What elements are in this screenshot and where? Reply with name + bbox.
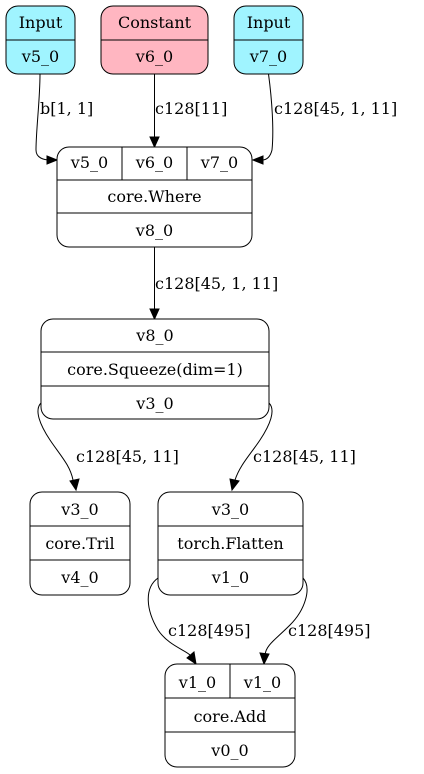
- edge-v5-to-where-label: b[1, 1]: [40, 99, 93, 118]
- tril-in: v3_0: [60, 500, 98, 519]
- edge-flatten-to-add-b: c128[495]: [259, 577, 371, 666]
- edge-v7-to-where: c128[45, 1, 11]: [251, 73, 397, 165]
- squeeze-out: v3_0: [135, 394, 173, 413]
- op-node-add[interactable]: v1_0 v1_0 core.Add v0_0: [164, 663, 296, 768]
- edge-v5-to-where: b[1, 1]: [35, 73, 93, 165]
- op-node-where[interactable]: v5_0 v6_0 v7_0 core.Where v8_0: [56, 146, 253, 248]
- flatten-in: v3_0: [211, 500, 249, 519]
- edge-squeeze-to-tril: c128[45, 11]: [37, 402, 179, 492]
- edge-squeeze-to-flatten: c128[45, 11]: [229, 402, 356, 492]
- where-in-0: v5_0: [70, 153, 108, 172]
- add-op: core.Add: [194, 707, 267, 726]
- flatten-out: v1_0: [211, 568, 249, 587]
- tril-op: core.Tril: [45, 534, 114, 553]
- op-node-flatten[interactable]: v3_0 torch.Flatten v1_0: [157, 491, 304, 596]
- edge-v6-to-where-label: c128[11]: [155, 99, 227, 118]
- add-in-0: v1_0: [178, 673, 216, 692]
- constant-node-v6[interactable]: Constant v6_0: [100, 5, 209, 75]
- where-out: v8_0: [135, 221, 173, 240]
- edge-squeeze-to-tril-label: c128[45, 11]: [76, 447, 179, 466]
- input-node-v7-kind: Input: [247, 13, 291, 32]
- squeeze-op: core.Squeeze(dim=1): [67, 360, 243, 379]
- edge-flatten-to-add-a: c128[495]: [147, 577, 251, 666]
- input-node-v5-name: v5_0: [21, 47, 59, 66]
- op-node-tril[interactable]: v3_0 core.Tril v4_0: [29, 491, 131, 596]
- edge-v7-to-where-label: c128[45, 1, 11]: [274, 99, 397, 118]
- input-node-v5[interactable]: Input v5_0: [5, 5, 76, 75]
- edge-v6-to-where: c128[11]: [149, 74, 227, 149]
- tril-out: v4_0: [60, 568, 98, 587]
- input-node-v7-name: v7_0: [249, 47, 287, 66]
- op-node-squeeze[interactable]: v8_0 core.Squeeze(dim=1) v3_0: [40, 318, 270, 420]
- edge-squeeze-to-flatten-label: c128[45, 11]: [253, 447, 356, 466]
- edge-where-to-squeeze-label: c128[45, 1, 11]: [155, 274, 278, 293]
- where-in-1: v6_0: [135, 153, 173, 172]
- constant-node-v6-name: v6_0: [135, 47, 173, 66]
- edge-where-to-squeeze: c128[45, 1, 11]: [149, 247, 278, 321]
- edge-flatten-to-add-b-label: c128[495]: [288, 621, 371, 640]
- add-in-1: v1_0: [243, 673, 281, 692]
- squeeze-in: v8_0: [135, 326, 173, 345]
- edge-flatten-to-add-a-label: c128[495]: [168, 621, 251, 640]
- flatten-op: torch.Flatten: [177, 534, 283, 553]
- input-node-v7[interactable]: Input v7_0: [233, 5, 304, 75]
- input-node-v5-kind: Input: [19, 13, 63, 32]
- constant-node-v6-kind: Constant: [118, 13, 192, 32]
- add-out: v0_0: [210, 741, 248, 760]
- where-op: core.Where: [107, 187, 201, 206]
- where-in-2: v7_0: [200, 153, 238, 172]
